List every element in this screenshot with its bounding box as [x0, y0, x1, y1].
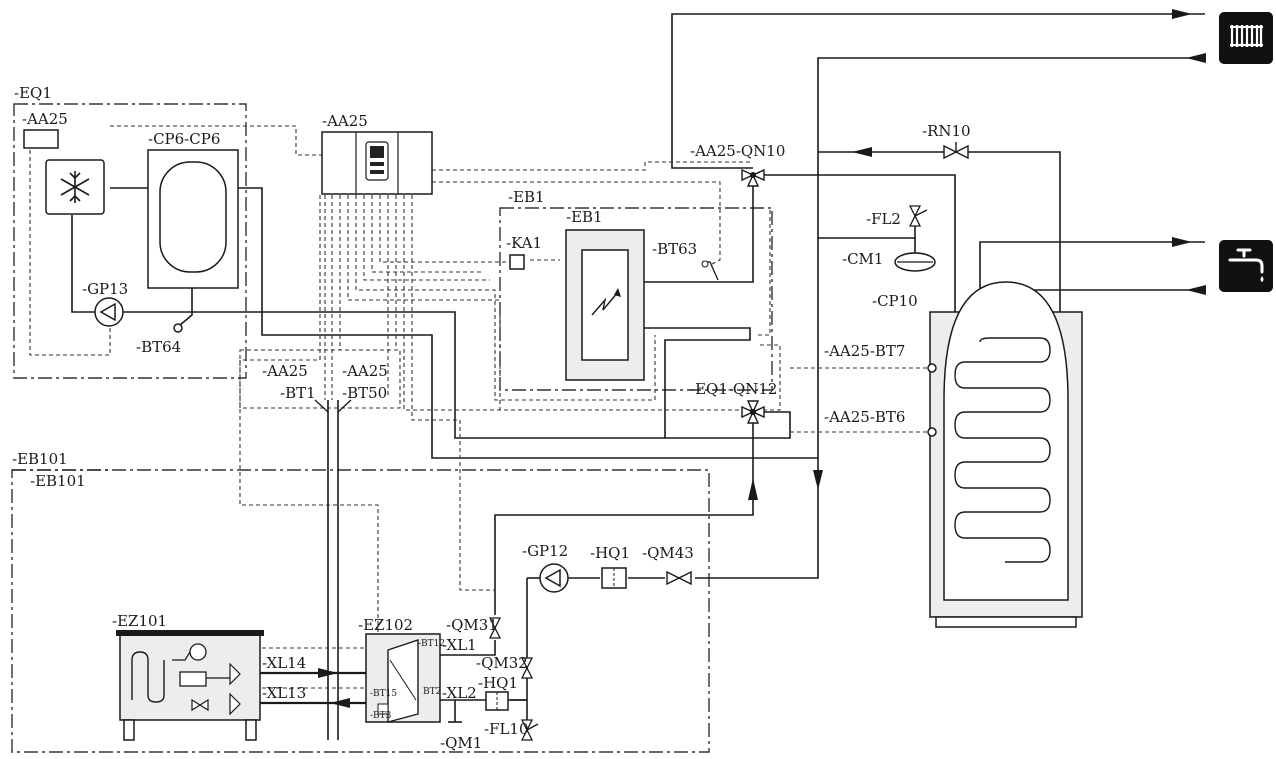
gp12-pump: [539, 563, 569, 593]
hq1-filter-bottom: [485, 691, 509, 711]
aa25-bt6-sensor: [927, 427, 937, 437]
tap-icon: [1219, 240, 1273, 292]
label-bt63: -BT63: [652, 240, 697, 258]
fl2-valve: [908, 205, 928, 227]
label-qm32: -QM32: [476, 654, 528, 672]
gp13-pump: [94, 297, 124, 327]
label-eq1-aa25: -AA25: [22, 110, 68, 128]
frame-eb1: [499, 207, 773, 391]
fl10-valve: [520, 719, 539, 741]
label-aa25-bt7: -AA25-BT7: [824, 342, 905, 360]
label-hq1-top: -HQ1: [590, 544, 630, 562]
label-fl2: -FL2: [866, 210, 901, 228]
label-aa25-main: -AA25: [322, 112, 368, 130]
label-gp12: -GP12: [522, 542, 568, 560]
label-aa25-bt6: -AA25-BT6: [824, 408, 905, 426]
label-cm1: -CM1: [842, 250, 883, 268]
label-ka1: -KA1: [506, 234, 542, 252]
eb1-heater-inner: [581, 249, 629, 361]
label-qm31: -QM31: [446, 616, 498, 634]
bt1-sensor: [314, 399, 329, 413]
cm1-vessel: [894, 252, 936, 272]
label-hq1-bottom: -HQ1: [478, 674, 518, 692]
label-qm43: -QM43: [642, 544, 694, 562]
label-qm1: -QM1: [440, 734, 482, 752]
label-xl2: -XL2: [442, 684, 477, 702]
frame-eb101: [11, 469, 710, 753]
qm43-valve: [666, 570, 692, 586]
bt64-sensor: [173, 323, 183, 333]
label-cp6: -CP6-CP6: [148, 130, 220, 148]
label-xl14: -XL14: [262, 654, 306, 672]
qm31-valve: [488, 617, 502, 639]
hq1-filter-top: [601, 567, 627, 589]
frame-eq1: [13, 103, 247, 379]
heating-return-pipe: [695, 57, 1205, 579]
label-aa25-qn10: -AA25-QN10: [690, 142, 785, 160]
eq1-qn12-valve: [741, 400, 765, 424]
label-eb101-outer: -EB101: [12, 450, 68, 468]
heating-supply-pipe: [671, 13, 1205, 169]
label-ez101: -EZ101: [112, 612, 167, 630]
label-bt1-a: -AA25: [262, 362, 308, 380]
qm32-valve: [520, 657, 534, 679]
label-bt50-a: -AA25: [342, 362, 388, 380]
label-eb1-outer: -EB1: [508, 188, 545, 206]
label-bt12: -BT12: [418, 639, 445, 649]
rn10-valve: [943, 142, 969, 160]
ez101-unit: [116, 630, 264, 741]
label-cp10: -CP10: [872, 292, 918, 310]
label-eb1-inner: -EB1: [566, 208, 603, 226]
label-xl1: -XL1: [442, 636, 477, 654]
label-xl13: -XL13: [262, 684, 306, 702]
label-eb101-inner: -EB101: [30, 472, 86, 490]
label-bt64: -BT64: [136, 338, 181, 356]
cp6-tank: [159, 161, 227, 273]
label-bt50-b: -BT50: [342, 384, 387, 402]
snowflake-icon: [45, 159, 105, 215]
label-bt2: BT2: [423, 687, 441, 697]
label-fl10: -FL10: [484, 720, 529, 738]
cp10-tank: [929, 281, 1083, 628]
label-gp13: -GP13: [82, 280, 128, 298]
bt50-sensor: [337, 399, 352, 413]
label-eq1-qn12: -EQ1-QN12: [690, 380, 777, 398]
eq1-aa25-box: [23, 129, 59, 149]
label-rn10: -RN10: [922, 122, 971, 140]
ez102-unit: [365, 633, 441, 723]
aa25-bt7-sensor: [927, 363, 937, 373]
label-eq1: -EQ1: [14, 84, 52, 102]
aa25-qn10-valve: [741, 168, 765, 187]
label-bt15: -BT15: [370, 689, 397, 699]
radiator-icon: [1219, 12, 1273, 64]
label-bt3: -BT3: [370, 711, 392, 721]
label-bt1-b: -BT1: [280, 384, 316, 402]
ka1-box: [509, 254, 525, 270]
label-ez102: -EZ102: [358, 616, 413, 634]
aa25-controller: [321, 131, 433, 195]
